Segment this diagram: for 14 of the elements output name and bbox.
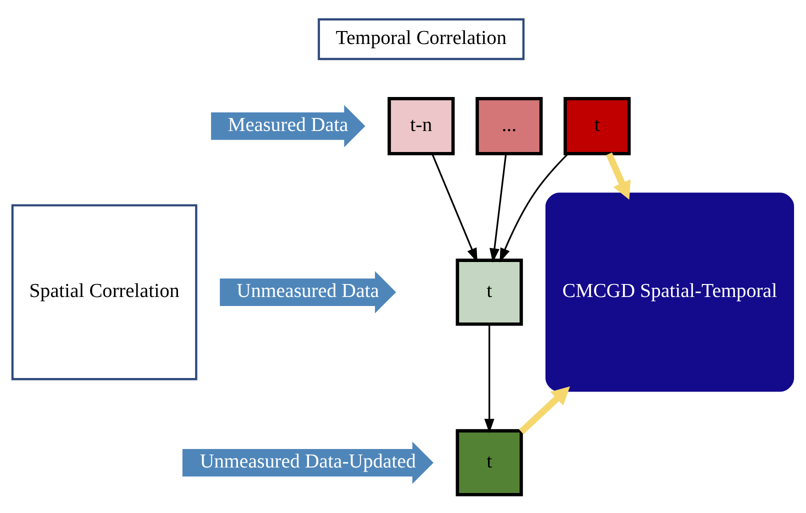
node-box: t	[564, 96, 631, 155]
node-box: Spatial Correlation	[11, 204, 198, 380]
node-box: CMCGD Spatial-Temporal	[545, 192, 794, 392]
arrow	[500, 152, 569, 262]
node-box: ...	[476, 96, 543, 155]
arrow	[432, 153, 478, 262]
node-box: t	[456, 258, 523, 326]
arrow	[490, 153, 507, 262]
arrow	[484, 324, 494, 433]
arrow	[606, 152, 631, 200]
node-box: t-n	[388, 96, 455, 155]
node-box: t	[456, 428, 523, 496]
node-box: Temporal Correlation	[318, 18, 525, 60]
arrow	[519, 386, 570, 434]
